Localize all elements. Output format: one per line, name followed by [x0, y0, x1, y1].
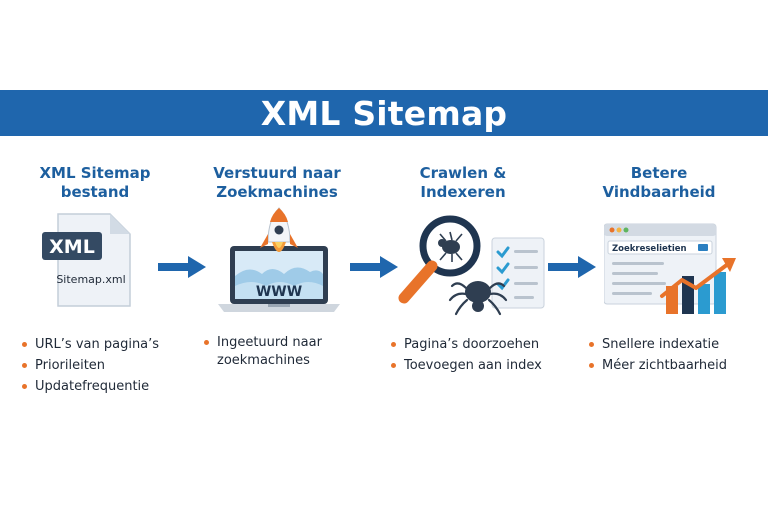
- xml-file-icon: XML Sitemap.xml: [42, 213, 131, 307]
- step-3-title-line1: Crawlen &: [419, 164, 507, 182]
- sitemap-filename: Sitemap.xml: [56, 273, 125, 286]
- list-item: Ingeetuurd naar: [204, 334, 322, 352]
- list-item: Méer zichtbaarheid: [589, 355, 727, 376]
- right-arrow-icon: [350, 256, 398, 278]
- search-results-label: Zoekreselietien: [612, 244, 687, 254]
- magnifier-spider-icon: [398, 215, 545, 316]
- step-3-title: Crawlen & Indexeren: [378, 164, 548, 202]
- step-3-title-line2: Indexeren: [420, 183, 506, 201]
- bullet-dot: [22, 363, 27, 368]
- step-2-bullets: Ingeetuurd naar zoekmachines: [204, 334, 322, 370]
- xml-badge-text: XML: [49, 236, 95, 258]
- bullet-dot: [204, 340, 209, 345]
- right-arrow-icon: [548, 256, 596, 278]
- step-2-title-line1: Verstuurd naar: [213, 164, 341, 182]
- search-results-chart-icon: Zoekreselietien: [604, 223, 736, 314]
- list-item-continuation: zoekmachines: [217, 353, 310, 368]
- page-title: XML Sitemap: [260, 93, 508, 133]
- bullet-dot: [391, 363, 396, 368]
- list-item: Toevoegen aan index: [391, 355, 542, 376]
- title-banner: XML Sitemap: [0, 90, 768, 136]
- step-1-title: XML Sitemap bestand: [10, 164, 180, 202]
- list-item: Pagina’s doorzoehen: [391, 334, 542, 355]
- list-item: Snellere indexatie: [589, 334, 727, 355]
- list-item: Priorileiten: [22, 355, 159, 376]
- bullet-dot: [589, 342, 594, 347]
- step-1-title-line1: XML Sitemap: [39, 164, 151, 182]
- step-4-bullets: Snellere indexatie Méer zichtbaarheid: [589, 334, 727, 376]
- www-screen-text: WWW: [256, 284, 302, 300]
- step-1-title-line2: bestand: [60, 183, 130, 201]
- bullet-dot: [391, 342, 396, 347]
- list-item: URL’s van pagina’s: [22, 334, 159, 355]
- bullet-dot: [22, 342, 27, 347]
- step-2-title-line2: Zoekmachines: [216, 183, 338, 201]
- bullet-dot: [22, 384, 27, 389]
- step-1-bullets: URL’s van pagina’s Priorileiten Updatefr…: [22, 334, 159, 397]
- step-4-title: Betere Vindbaarheid: [574, 164, 744, 202]
- list-item: Updatefrequentie: [22, 376, 159, 397]
- step-2-title: Verstuurd naar Zoekmachines: [192, 164, 362, 202]
- step-3-bullets: Pagina’s doorzoehen Toevoegen aan index: [391, 334, 542, 376]
- rocket-laptop-icon: WWW: [218, 207, 340, 312]
- bullet-dot: [589, 363, 594, 368]
- right-arrow-icon: [158, 256, 206, 278]
- step-4-title-line1: Betere Vindbaarheid: [602, 164, 716, 201]
